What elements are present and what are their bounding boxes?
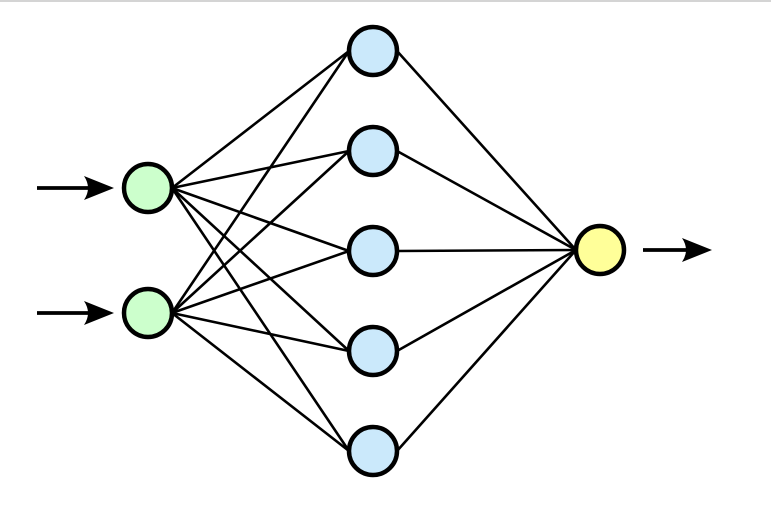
- top-window-edge: [0, 0, 771, 2]
- edge-hidden2-output1: [396, 149, 577, 252]
- output-node-1: [573, 223, 627, 277]
- edge-input1-hidden5: [170, 187, 351, 452]
- edge-input2-hidden1: [170, 50, 351, 314]
- edge-input2-hidden3: [171, 249, 350, 315]
- edge-hidden4-output1: [396, 248, 577, 353]
- edge-hidden5-output1: [396, 249, 577, 452]
- input-arrow-1-head: [84, 176, 114, 200]
- hidden-node-1: [346, 24, 400, 78]
- edge-input1-hidden2: [171, 149, 350, 190]
- edge-input2-hidden5: [171, 311, 350, 453]
- edge-input1-hidden3: [171, 186, 350, 253]
- edge-hidden1-output1: [396, 50, 577, 251]
- hidden-node-2: [346, 124, 400, 178]
- edge-input2-hidden4: [171, 311, 350, 353]
- edge-input2-hidden2: [171, 150, 350, 314]
- hidden-node-3: [346, 224, 400, 278]
- input-node-2: [121, 286, 175, 340]
- input-node-1: [121, 161, 175, 215]
- hidden-node-4: [346, 324, 400, 378]
- edge-hidden3-output1: [396, 248, 577, 253]
- edge-input1-hidden4: [171, 187, 350, 352]
- input-arrow-2-head: [84, 301, 114, 325]
- edge-input1-hidden1: [171, 49, 350, 190]
- output-arrow-head: [682, 238, 712, 262]
- hidden-node-5: [346, 424, 400, 478]
